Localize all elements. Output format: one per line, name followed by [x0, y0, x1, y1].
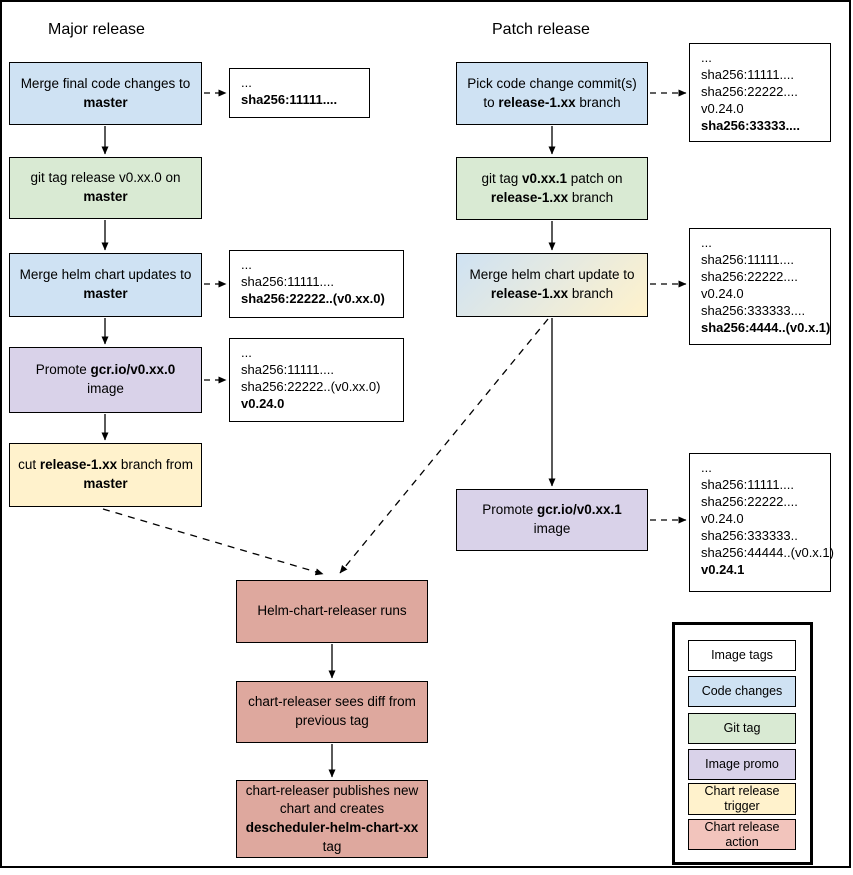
legend-label: Image tags [711, 648, 773, 663]
legend-item-chart-release-action: Chart release action [688, 819, 796, 850]
sha-box-patch-helm: ... sha256:11111.... sha256:22222.... v0… [689, 228, 831, 345]
sha-line: ... [701, 50, 712, 65]
legend-item-git-tag: Git tag [688, 713, 796, 744]
legend-label: Git tag [723, 721, 761, 736]
node-merge-final-code: Merge final code changes to master [9, 62, 202, 125]
node-git-tag-patch: git tag v0.xx.1 patch on release-1.xx br… [456, 157, 648, 220]
node-label: Merge helm chart update to release-1.xx … [469, 267, 635, 301]
sha-line: sha256:333333.... [701, 303, 806, 318]
node-git-tag-release: git tag release v0.xx.0 on master [9, 157, 202, 219]
sha-line: sha256:22222..(v0.xx.0) [241, 379, 381, 394]
node-label: git tag release v0.xx.0 on master [30, 170, 181, 204]
sha-line: sha256:11111.... [701, 252, 794, 267]
node-label: Merge final code changes to master [20, 75, 191, 110]
node-cut-release-branch: cut release-1.xx branch from master [9, 443, 202, 507]
node-label: Helm-chart-releaser runs [257, 603, 407, 619]
sha-line: sha256:33333.... [701, 118, 801, 133]
node-publishes-chart: chart-releaser publishes new chart and c… [236, 780, 428, 858]
sha-line: v0.24.0 [701, 511, 744, 526]
sha-line: ... [241, 75, 252, 90]
sha-box-patch-code: ... sha256:11111.... sha256:22222.... v0… [689, 43, 831, 142]
sha-line: sha256:44444..(v0.x.1) [701, 545, 834, 560]
legend-item-chart-release-trigger: Chart release trigger [688, 783, 796, 815]
sha-line: sha256:11111.... [241, 92, 338, 107]
node-label: cut release-1.xx branch from master [18, 457, 193, 491]
node-merge-helm-updates: Merge helm chart updates to master [9, 253, 202, 317]
legend-label: Chart release action [704, 819, 780, 849]
node-label: Promote gcr.io/v0.xx.1 image [482, 502, 622, 536]
node-sees-diff: chart-releaser sees diff from previous t… [236, 681, 428, 743]
legend-label: Image promo [705, 757, 779, 772]
node-label: chart-releaser sees diff from previous t… [248, 694, 416, 728]
sha-line: v0.24.0 [701, 101, 744, 116]
node-pick-commits: Pick code change commit(s) to release-1.… [456, 62, 648, 125]
sha-line: sha256:22222..(v0.xx.0) [241, 291, 385, 306]
legend-item-code-changes: Code changes [688, 676, 796, 707]
sha-box-major-code: ... sha256:11111.... [229, 68, 370, 118]
sha-box-major-helm: ... sha256:11111.... sha256:22222..(v0.x… [229, 250, 404, 318]
sha-line: sha256:22222.... [701, 269, 798, 284]
node-promote-patch-image: Promote gcr.io/v0.xx.1 image [456, 489, 648, 551]
sha-line: sha256:333333.. [701, 528, 798, 543]
node-merge-helm-update-patch: Merge helm chart update to release-1.xx … [456, 253, 648, 317]
major-release-heading: Major release [48, 21, 145, 38]
node-label: Merge helm chart updates to master [19, 267, 192, 301]
node-releaser-runs: Helm-chart-releaser runs [236, 580, 428, 643]
sha-box-patch-promote: ... sha256:11111.... sha256:22222.... v0… [689, 453, 834, 592]
sha-line: sha256:22222.... [701, 494, 798, 509]
node-promote-major-image: Promote gcr.io/v0.xx.0 image [9, 347, 202, 413]
sha-line: sha256:11111.... [701, 67, 794, 82]
legend-label: Chart release trigger [704, 784, 780, 813]
legend-item-image-tags: Image tags [688, 640, 796, 671]
node-label: git tag v0.xx.1 patch on release-1.xx br… [481, 170, 623, 205]
dashed-arrow-cut-branch-to-releaser [102, 508, 324, 576]
sha-line: sha256:4444..(v0.x.1) [701, 320, 831, 335]
sha-line: sha256:11111.... [241, 362, 334, 377]
patch-release-heading: Patch release [492, 21, 590, 38]
sha-line: sha256:11111.... [241, 274, 334, 289]
sha-line: v0.24.0 [701, 286, 744, 301]
sha-line: v0.24.0 [241, 396, 285, 411]
sha-line: ... [241, 257, 252, 272]
sha-line: ... [241, 345, 252, 360]
sha-line: sha256:11111.... [701, 477, 794, 492]
sha-line: ... [701, 460, 712, 475]
node-label: Promote gcr.io/v0.xx.0 image [35, 362, 176, 396]
sha-box-major-promote: ... sha256:11111.... sha256:22222..(v0.x… [229, 338, 404, 422]
sha-line: sha256:22222.... [701, 84, 798, 99]
node-label: chart-releaser publishes new chart and c… [245, 782, 419, 854]
node-label: Pick code change commit(s) to release-1.… [467, 75, 637, 110]
sha-line: v0.24.1 [701, 562, 745, 577]
legend-label: Code changes [701, 684, 783, 699]
legend-item-image-promo: Image promo [688, 749, 796, 780]
sha-line: ... [701, 235, 712, 250]
